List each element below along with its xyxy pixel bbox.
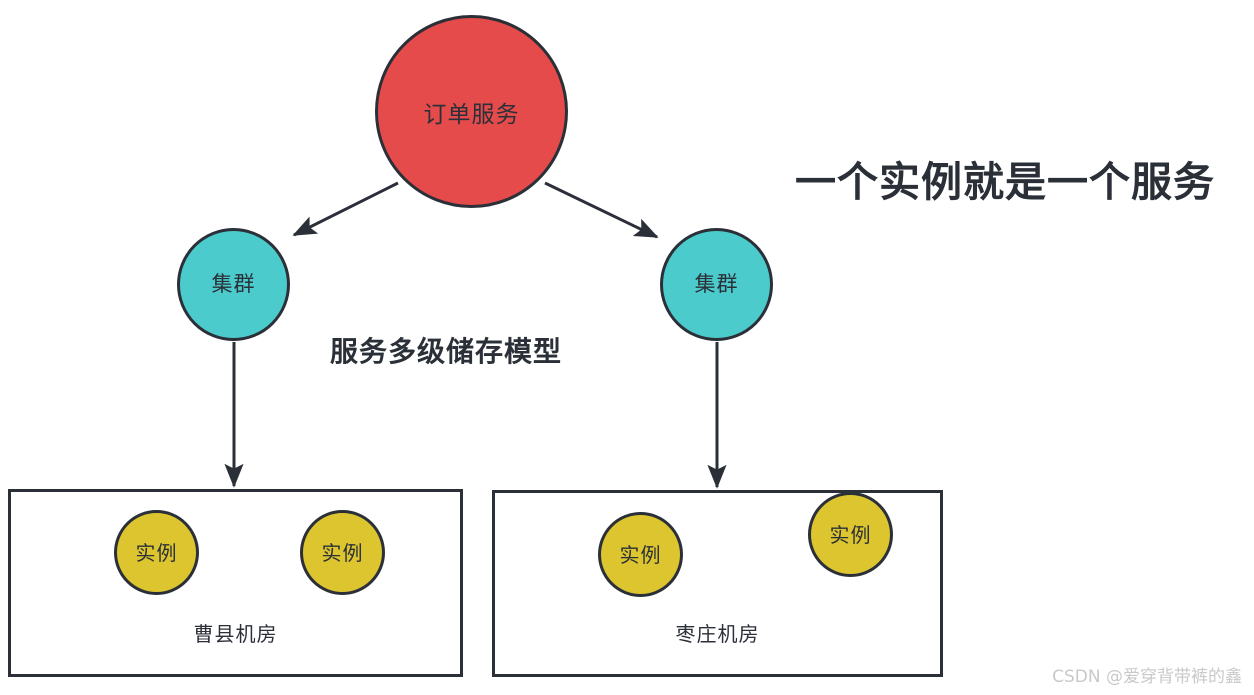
edge-service-to-cluster-left: [292, 181, 399, 237]
csdn-watermark: CSDN @爱穿背带裤的鑫: [1052, 667, 1242, 687]
subtitle-text: 服务多级储存模型: [330, 335, 563, 368]
node-instance-zaozhuang-1-label: 实例: [619, 542, 662, 567]
room-box-caoxian[interactable]: 实例 实例 曹县机房: [8, 489, 463, 677]
node-cluster-right-label: 集群: [694, 272, 739, 296]
node-cluster-left-label: 集群: [211, 272, 256, 296]
room-caption-zaozhuang: 枣庄机房: [675, 622, 760, 646]
node-instance-zaozhuang-2[interactable]: 实例: [808, 492, 893, 577]
node-instance-zaozhuang-2-label: 实例: [829, 522, 872, 547]
node-instance-caoxian-1[interactable]: 实例: [114, 510, 199, 595]
headline-text: 一个实例就是一个服务: [795, 158, 1215, 206]
node-instance-caoxian-2-label: 实例: [321, 540, 364, 565]
node-instance-zaozhuang-1[interactable]: 实例: [598, 512, 683, 597]
node-instance-caoxian-1-label: 实例: [135, 540, 178, 565]
node-order-service[interactable]: 订单服务: [375, 15, 568, 208]
node-cluster-right[interactable]: 集群: [660, 228, 773, 341]
node-instance-caoxian-2[interactable]: 实例: [300, 510, 385, 595]
room-caption-caoxian: 曹县机房: [193, 622, 278, 646]
edge-service-to-cluster-right: [544, 181, 659, 239]
node-cluster-left[interactable]: 集群: [177, 228, 290, 341]
node-order-service-label: 订单服务: [423, 102, 520, 128]
room-box-zaozhuang[interactable]: 实例 实例 枣庄机房: [492, 490, 943, 677]
